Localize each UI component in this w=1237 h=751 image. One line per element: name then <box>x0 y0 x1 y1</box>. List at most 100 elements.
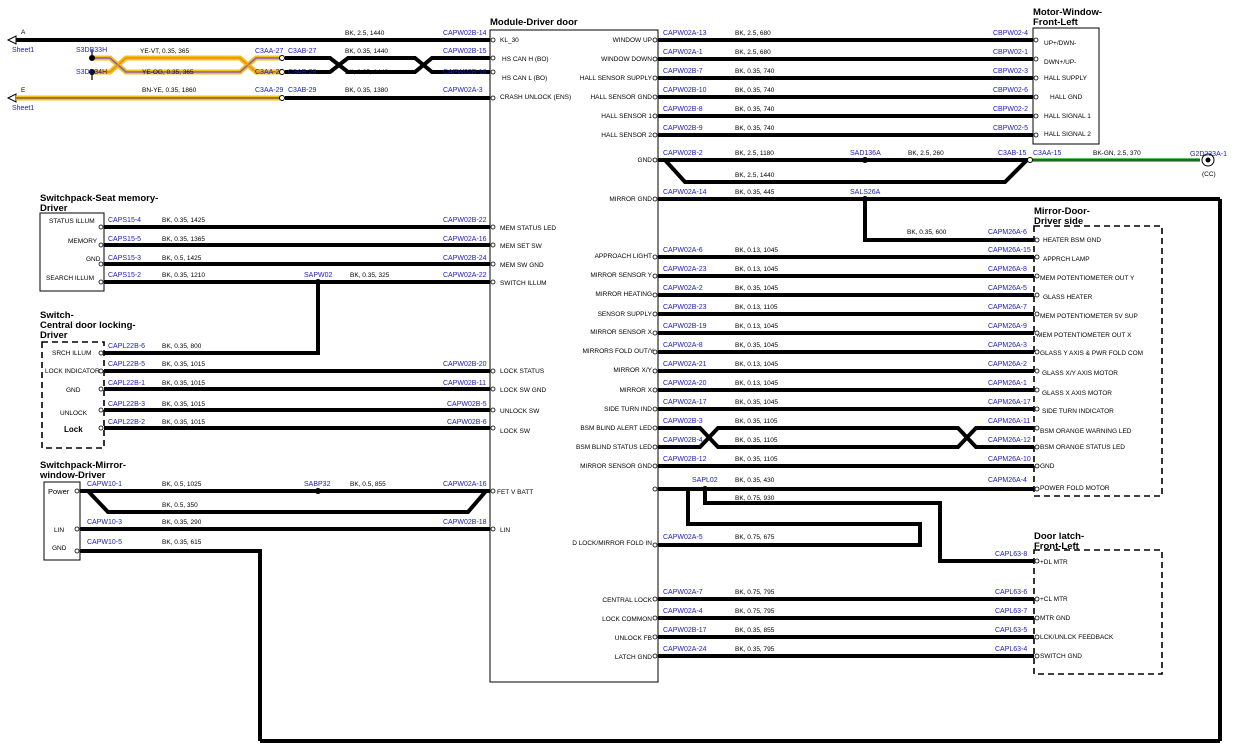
connector-label[interactable]: CAPM26A-3 <box>988 342 1027 349</box>
connector-label[interactable]: CAPM26A-5 <box>988 285 1027 292</box>
connector-label[interactable]: CAPW02B-8 <box>663 106 703 113</box>
connector-label[interactable]: CAPW02B-18 <box>443 519 487 526</box>
connector-label[interactable]: SAD136A <box>850 150 881 157</box>
connector-label[interactable]: S3DB33H <box>76 47 107 54</box>
pin-dot <box>652 463 658 469</box>
connector-label[interactable]: CAPL22B-5 <box>108 361 145 368</box>
connector-label[interactable]: CAPW02A-22 <box>443 272 487 279</box>
connector-label[interactable]: CAPW10-1 <box>87 481 122 488</box>
connector-label[interactable]: CAPW02A-6 <box>663 247 703 254</box>
connector-label[interactable]: CAPW02B-9 <box>663 125 703 132</box>
offpage-arrow-a[interactable] <box>6 35 17 45</box>
connector-label[interactable]: CAPW02B-16 <box>443 69 487 76</box>
connector-label[interactable]: CAPM26A-10 <box>988 456 1031 463</box>
connector-label[interactable]: C3AA-29 <box>255 87 284 94</box>
connector-label[interactable]: CAPW02A-21 <box>663 361 707 368</box>
connector-label[interactable]: CBPW02-2 <box>993 106 1028 113</box>
connector-label[interactable]: CBPW02-3 <box>993 68 1028 75</box>
connector-label[interactable]: CAPW02B-20 <box>443 361 487 368</box>
offpage-arrow-e[interactable] <box>6 93 17 103</box>
connector-label[interactable]: CAPW02B-23 <box>663 304 707 311</box>
connector-label[interactable]: CAPM26A-6 <box>988 229 1027 236</box>
connector-label[interactable]: CAPW02A-2 <box>663 285 703 292</box>
connector-label[interactable]: CAPW02A-14 <box>663 189 707 196</box>
connector-label[interactable]: SABP32 <box>304 481 331 488</box>
connector-label[interactable]: CAPL22B-3 <box>108 401 145 408</box>
connector-label[interactable]: CAPM26A-15 <box>988 247 1031 254</box>
connector-label[interactable]: CAPM26A-2 <box>988 361 1027 368</box>
connector-label[interactable]: CAPS15-4 <box>108 217 141 224</box>
offpage-sheet-e[interactable]: Sheet1 <box>12 105 34 112</box>
connector-label[interactable]: CAPS15-5 <box>108 236 141 243</box>
connector-label[interactable]: C3AB-27 <box>288 48 317 55</box>
connector-label[interactable]: CAPM26A-1 <box>988 380 1027 387</box>
connector-label[interactable]: CAPW02A-3 <box>443 87 483 94</box>
connector-label[interactable]: C3AA-28 <box>255 69 284 76</box>
connector-label[interactable]: CAPW02A-8 <box>663 342 703 349</box>
connector-label[interactable]: CAPL22B-1 <box>108 380 145 387</box>
connector-label[interactable]: CAPW02A-1 <box>663 49 703 56</box>
connector-label[interactable]: CAPW02B-4 <box>663 437 703 444</box>
connector-label[interactable]: CBPW02-6 <box>993 87 1028 94</box>
connector-label[interactable]: CAPW02B-3 <box>663 418 703 425</box>
connector-label[interactable]: CAPW02B-12 <box>663 456 707 463</box>
connector-label[interactable]: CAPS15-3 <box>108 255 141 262</box>
connector-label[interactable]: C3AA-27 <box>255 48 284 55</box>
connector-label[interactable]: C3AA-15 <box>1033 150 1062 157</box>
connector-label[interactable]: CAPW02B-19 <box>663 323 707 330</box>
connector-label[interactable]: CAPW02A-20 <box>663 380 707 387</box>
connector-label[interactable]: SAPL02 <box>692 477 718 484</box>
connector-label[interactable]: CAPM26A-4 <box>988 477 1027 484</box>
connector-label[interactable]: CAPL22B-6 <box>108 343 145 350</box>
ground-label[interactable]: G2D233A-1 <box>1190 151 1227 158</box>
pin-label: LATCH GND <box>615 654 652 661</box>
connector-label[interactable]: CAPW02B-14 <box>443 30 487 37</box>
connector-label[interactable]: CAPW02A-17 <box>663 399 707 406</box>
connector-label[interactable]: CAPL63-8 <box>995 551 1027 558</box>
connector-label[interactable]: C3AB-29 <box>288 87 317 94</box>
connector-label[interactable]: CAPW10-5 <box>87 539 122 546</box>
pin-label: KL_30 <box>500 37 519 44</box>
connector-label[interactable]: SALS26A <box>850 189 881 196</box>
connector-label[interactable]: CAPW10-3 <box>87 519 122 526</box>
connector-label[interactable]: CAPW02B-22 <box>443 217 487 224</box>
connector-label[interactable]: CAPW02B-5 <box>447 401 487 408</box>
connector-label[interactable]: CAPW02A-7 <box>663 589 703 596</box>
connector-label[interactable]: S3DB34H <box>76 69 107 76</box>
connector-label[interactable]: CAPW02B-10 <box>663 87 707 94</box>
connector-label[interactable]: CAPW02B-6 <box>447 419 487 426</box>
connector-label[interactable]: CAPW02B-15 <box>443 48 487 55</box>
connector-label[interactable]: CAPW02A-5 <box>663 534 703 541</box>
connector-label[interactable]: SAPW02 <box>304 272 333 279</box>
connector-label[interactable]: CAPW02A-24 <box>663 646 707 653</box>
connector-label[interactable]: CAPW02A-4 <box>663 608 703 615</box>
connector-label[interactable]: CAPW02B-2 <box>663 150 703 157</box>
connector-label[interactable]: CAPW02B-24 <box>443 255 487 262</box>
connector-label[interactable]: CAPM26A-11 <box>988 418 1030 425</box>
connector-label[interactable]: CAPW02B-7 <box>663 68 703 75</box>
connector-label[interactable]: CAPW02A-13 <box>663 30 707 37</box>
connector-label[interactable]: CAPM26A-9 <box>988 323 1027 330</box>
connector-label[interactable]: CAPM26A-17 <box>988 399 1031 406</box>
connector-label[interactable]: CAPW02A-23 <box>663 266 707 273</box>
pin-dot <box>490 488 496 494</box>
connector-label[interactable]: CBPW02-4 <box>993 30 1028 37</box>
connector-label[interactable]: CAPL63-6 <box>995 589 1027 596</box>
connector-label[interactable]: C3AB-28 <box>288 69 317 76</box>
offpage-sheet-a[interactable]: Sheet1 <box>12 47 34 54</box>
connector-label[interactable]: CAPM26A-7 <box>988 304 1027 311</box>
connector-label[interactable]: C3AB-15 <box>998 150 1027 157</box>
connector-label[interactable]: CAPS15-2 <box>108 272 141 279</box>
connector-label[interactable]: CAPL63-7 <box>995 608 1027 615</box>
connector-label[interactable]: CAPW02A-16 <box>443 481 487 488</box>
connector-label[interactable]: CAPW02B-11 <box>443 380 486 387</box>
connector-label[interactable]: CAPL63-4 <box>995 646 1027 653</box>
connector-label[interactable]: CBPW02-1 <box>993 49 1028 56</box>
connector-label[interactable]: CAPM26A-8 <box>988 266 1027 273</box>
connector-label[interactable]: CAPL22B-2 <box>108 419 145 426</box>
connector-label[interactable]: CBPW02-5 <box>993 125 1028 132</box>
connector-label[interactable]: CAPW02B-17 <box>663 627 707 634</box>
connector-label[interactable]: CAPM26A-12 <box>988 437 1031 444</box>
connector-label[interactable]: CAPW02A-16 <box>443 236 487 243</box>
connector-label[interactable]: CAPL63-5 <box>995 627 1027 634</box>
